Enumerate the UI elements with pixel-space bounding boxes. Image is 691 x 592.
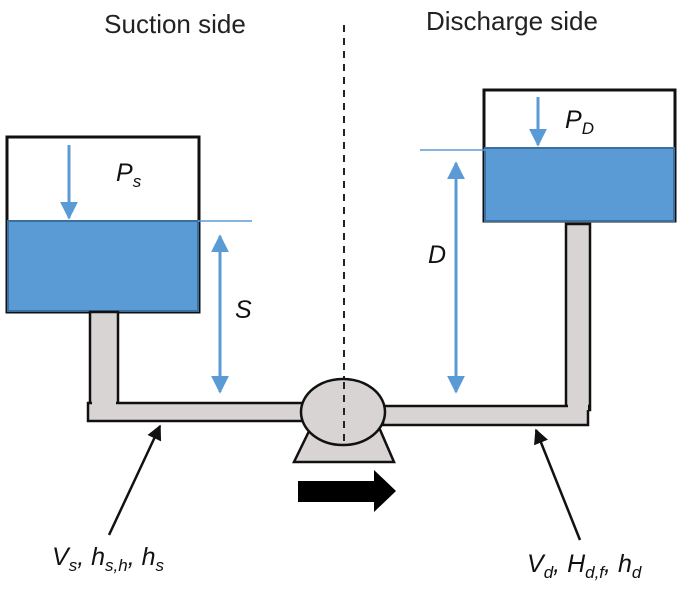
flow-direction-arrow bbox=[298, 470, 396, 512]
discharge-tank bbox=[482, 88, 677, 223]
suction-pointer-arrow bbox=[107, 424, 162, 536]
discharge-pressure-label: PD bbox=[565, 106, 594, 138]
suction-tank bbox=[5, 135, 201, 314]
suction-pipe bbox=[86, 310, 306, 423]
discharge-height-label: D bbox=[428, 241, 446, 269]
pump bbox=[292, 377, 396, 464]
suction-pressure-label: Ps bbox=[116, 159, 142, 191]
discharge-pointer-arrow bbox=[534, 428, 582, 541]
discharge-variables-label: Vd, Hd,f, hd bbox=[527, 550, 642, 582]
suction-water bbox=[7, 220, 199, 312]
suction-variables-label: Vs, hs,h, hs bbox=[52, 543, 165, 575]
discharge-pipe bbox=[381, 222, 592, 427]
suction-height-label: S bbox=[235, 296, 252, 324]
discharge-water bbox=[484, 147, 675, 222]
discharge-side-header: Discharge side bbox=[426, 6, 598, 36]
suction-side-header: Suction side bbox=[104, 9, 246, 39]
